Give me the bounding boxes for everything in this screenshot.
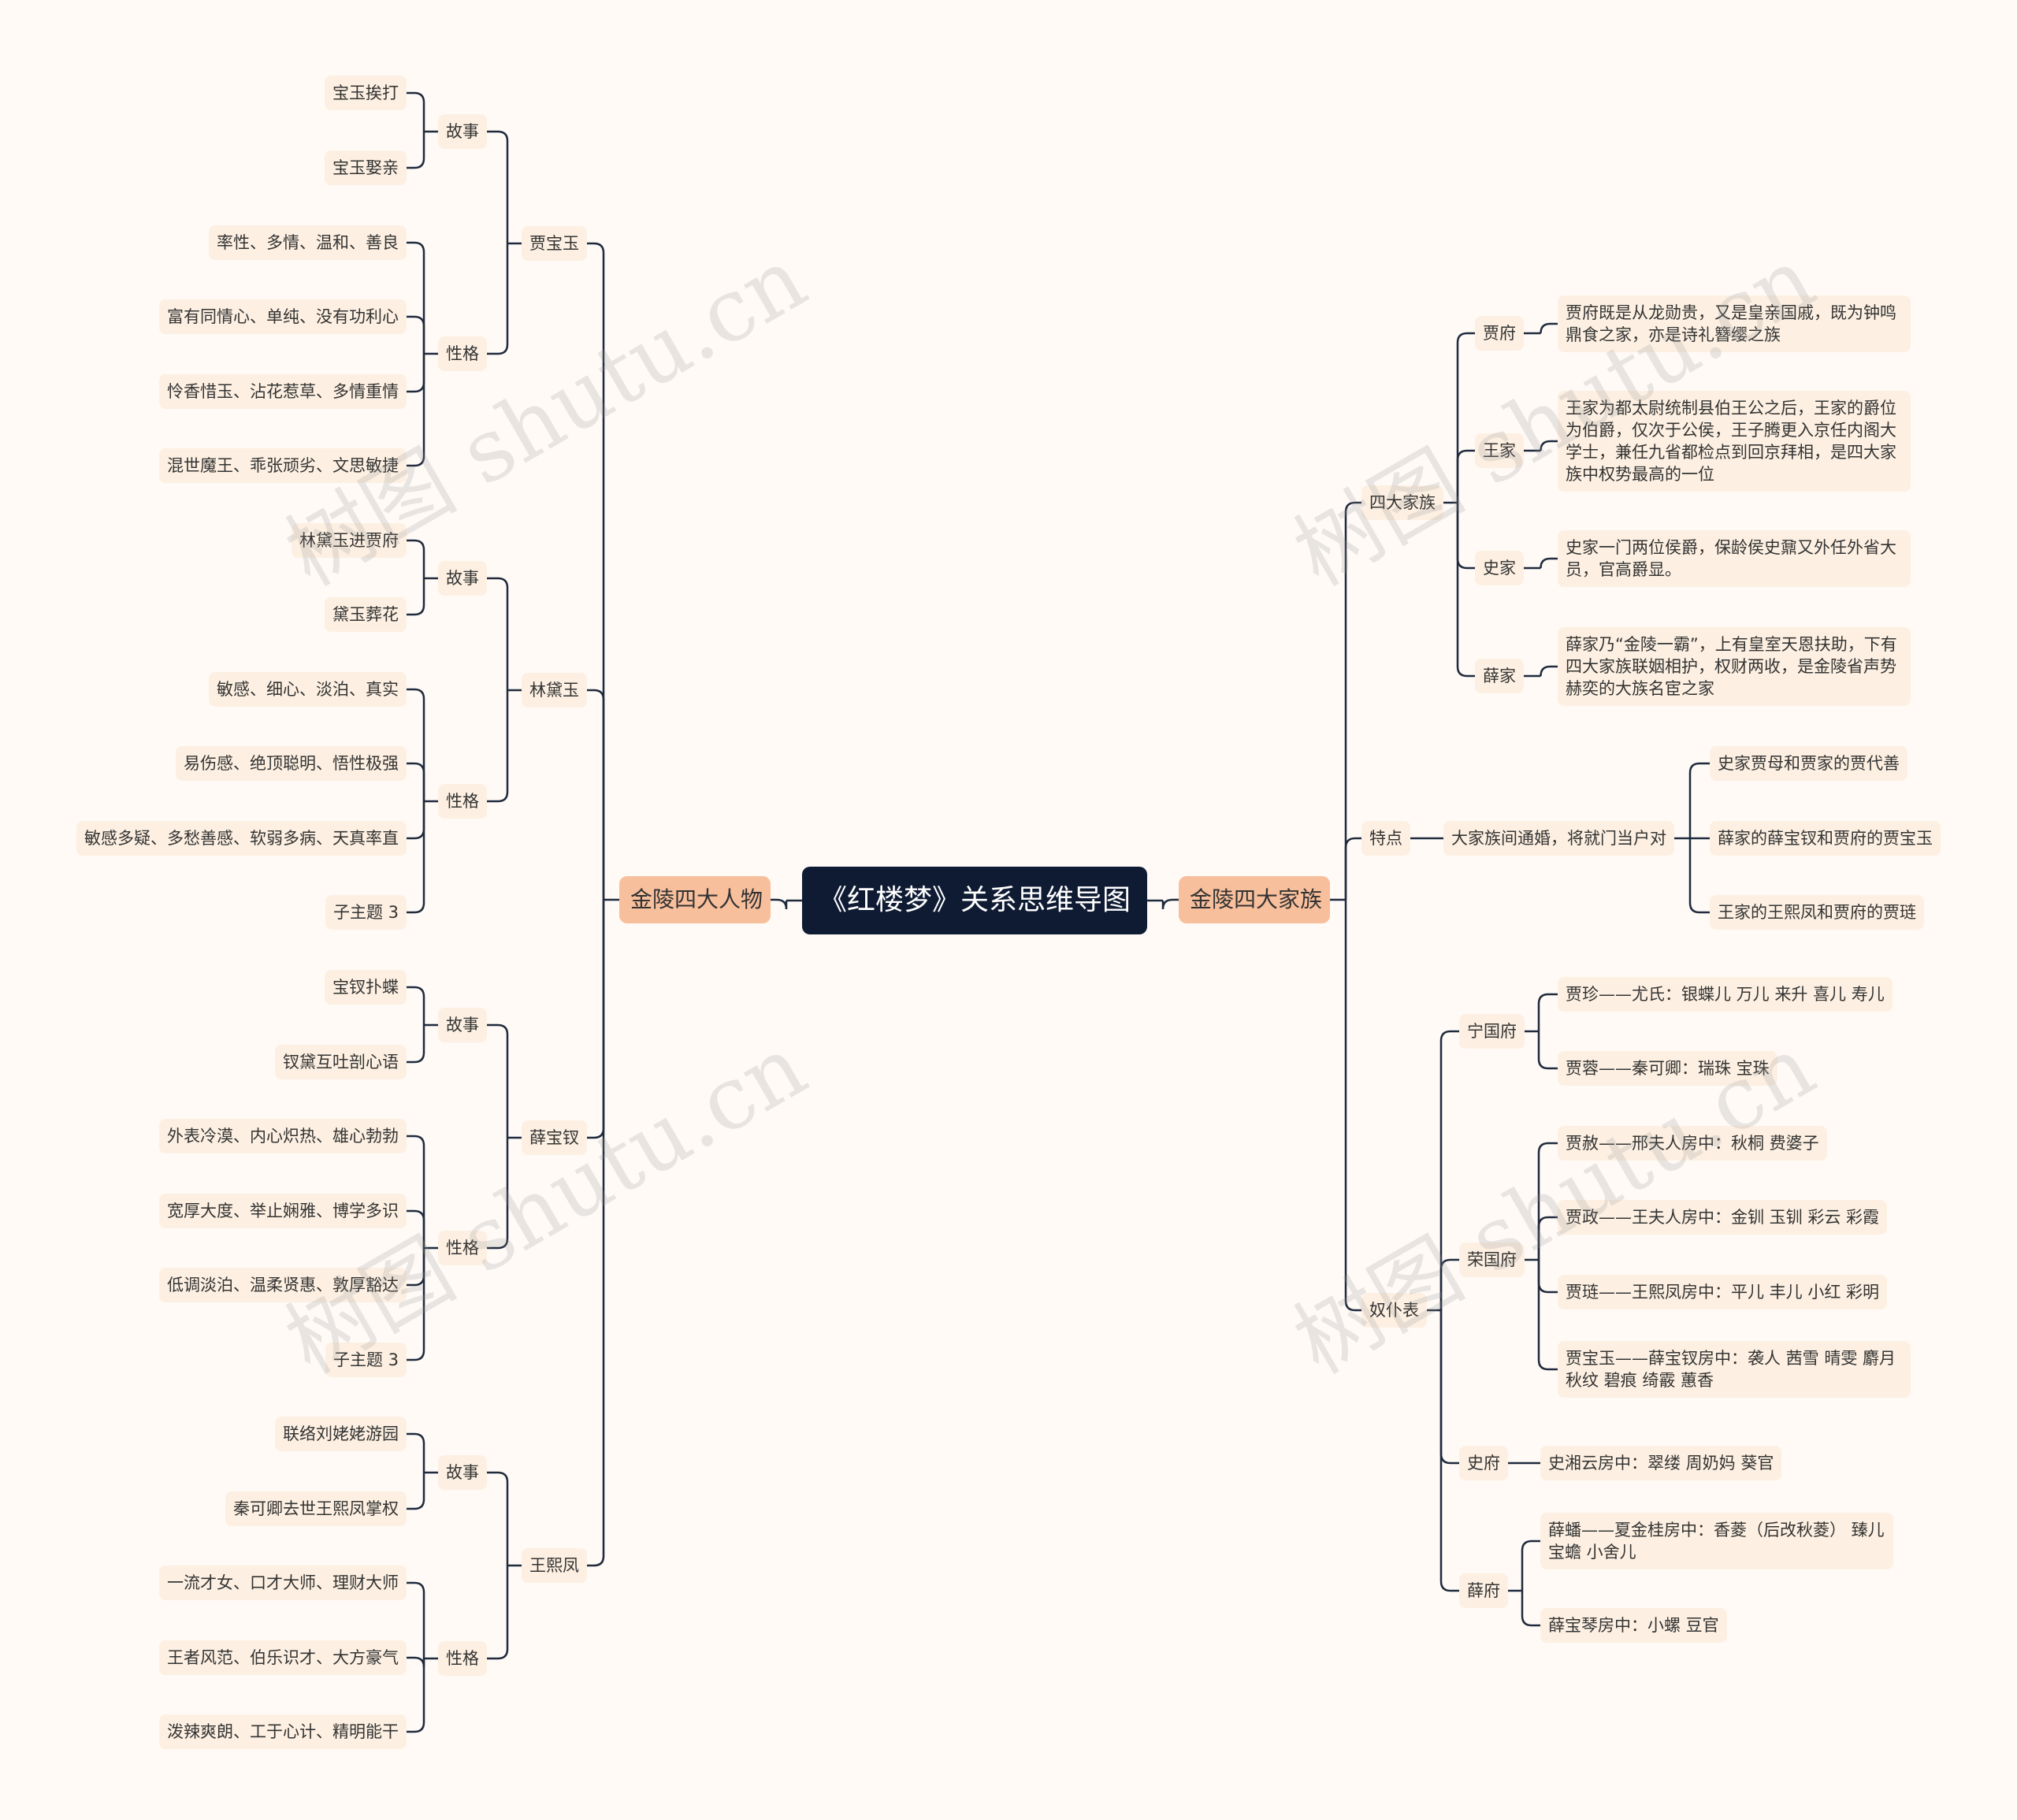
trait-item[interactable]: 敏感多疑、多愁善感、软弱多病、天真率直: [76, 821, 407, 856]
servant-item[interactable]: 史湘云房中：翠缕 周奶妈 葵官: [1540, 1446, 1782, 1480]
trait-item[interactable]: 宽厚大度、举止娴雅、博学多识: [159, 1194, 407, 1228]
person-jia-baoyu[interactable]: 贾宝玉: [522, 226, 587, 261]
family-jia[interactable]: 贾府: [1475, 316, 1524, 351]
features-summary[interactable]: 大家族间通婚，将就门当户对: [1443, 821, 1674, 856]
house-xue[interactable]: 薛府: [1459, 1573, 1508, 1608]
servant-item[interactable]: 贾宝玉——薛宝钗房中：袭人 茜雪 晴雯 麝月 秋纹 碧痕 绮霰 蕙香: [1558, 1341, 1911, 1398]
servants-node[interactable]: 奴仆表: [1361, 1293, 1427, 1328]
story-item[interactable]: 钗黛互吐剖心语: [275, 1045, 407, 1079]
story-label[interactable]: 故事: [438, 561, 487, 596]
trait-item[interactable]: 怜香惜玉、沾花惹草、多情重情: [159, 374, 407, 409]
trait-item[interactable]: 敏感、细心、淡泊、真实: [209, 672, 407, 707]
story-item[interactable]: 黛玉葬花: [325, 597, 407, 632]
servant-item[interactable]: 薛宝琴房中：小螺 豆官: [1540, 1608, 1727, 1643]
person-xue-baochai[interactable]: 薛宝钗: [522, 1120, 587, 1155]
trait-item[interactable]: 易伤感、绝顶聪明、悟性极强: [176, 746, 407, 781]
servant-item[interactable]: 贾珍——尤氏：银蝶儿 万儿 来升 喜儿 寿儿: [1558, 977, 1893, 1012]
trait-item[interactable]: 富有同情心、单纯、没有功利心: [159, 299, 407, 334]
person-wang-xifeng[interactable]: 王熙凤: [522, 1548, 587, 1583]
features-node[interactable]: 特点: [1361, 821, 1410, 856]
family-shi[interactable]: 史家: [1475, 551, 1524, 585]
trait-item[interactable]: 外表冷漠、内心炽热、雄心勃勃: [159, 1119, 407, 1153]
family-desc[interactable]: 王家为都太尉统制县伯王公之后，王家的爵位为伯爵，仅次于公侯，王子腾更入京任内阁大…: [1558, 391, 1911, 492]
branch-people[interactable]: 金陵四大人物: [619, 876, 771, 923]
family-desc[interactable]: 贾府既是从龙勋贵，又是皇亲国戚，既为钟鸣鼎食之家，亦是诗礼簪缨之族: [1558, 295, 1911, 352]
trait-item[interactable]: 低调淡泊、温柔贤惠、敦厚豁达: [159, 1268, 407, 1302]
house-ningguo[interactable]: 宁国府: [1459, 1014, 1525, 1049]
story-item[interactable]: 秦可卿去世王熙凤掌权: [225, 1491, 407, 1526]
marriage-item[interactable]: 薛家的薛宝钗和贾府的贾宝玉: [1710, 821, 1941, 856]
branch-families[interactable]: 金陵四大家族: [1179, 876, 1330, 923]
story-label[interactable]: 故事: [438, 1455, 487, 1490]
house-shi[interactable]: 史府: [1459, 1446, 1508, 1480]
story-item[interactable]: 林黛玉进贾府: [292, 523, 407, 558]
family-xue[interactable]: 薛家: [1475, 659, 1524, 693]
story-item[interactable]: 宝玉挨打: [325, 76, 407, 110]
servant-item[interactable]: 贾赦——邢夫人房中：秋桐 费婆子: [1558, 1126, 1827, 1161]
four-families-node[interactable]: 四大家族: [1361, 485, 1443, 520]
story-item[interactable]: 宝钗扑蝶: [325, 970, 407, 1005]
story-item[interactable]: 宝玉娶亲: [325, 150, 407, 185]
trait-label[interactable]: 性格: [438, 336, 487, 371]
story-item[interactable]: 联络刘姥姥游园: [275, 1417, 407, 1451]
trait-item[interactable]: 泼辣爽朗、工于心计、精明能干: [159, 1714, 407, 1749]
trait-item[interactable]: 王者风范、伯乐识才、大方豪气: [159, 1640, 407, 1675]
servant-item[interactable]: 薛蟠——夏金桂房中：香菱（后改秋菱） 臻儿 宝蟾 小舍儿: [1540, 1513, 1893, 1569]
marriage-item[interactable]: 王家的王熙凤和贾府的贾琏: [1710, 895, 1924, 930]
servant-item[interactable]: 贾蓉——秦可卿：瑞珠 宝珠: [1558, 1051, 1777, 1086]
trait-item[interactable]: 一流才女、口才大师、理财大师: [159, 1566, 407, 1600]
trait-label[interactable]: 性格: [438, 1641, 487, 1676]
trait-label[interactable]: 性格: [438, 784, 487, 819]
trait-item[interactable]: 子主题 3: [325, 1343, 407, 1377]
root-node[interactable]: 《红楼梦》关系思维导图: [802, 867, 1147, 934]
house-rongguo[interactable]: 荣国府: [1459, 1242, 1525, 1277]
trait-label[interactable]: 性格: [438, 1231, 487, 1265]
trait-item[interactable]: 率性、多情、温和、善良: [209, 225, 407, 260]
family-desc[interactable]: 史家一门两位侯爵，保龄侯史鼐又外任外省大员，官高爵显。: [1558, 530, 1911, 587]
story-label[interactable]: 故事: [438, 114, 487, 149]
servant-item[interactable]: 贾琏——王熙凤房中：平儿 丰儿 小红 彩明: [1558, 1275, 1888, 1309]
family-wang[interactable]: 王家: [1475, 433, 1524, 468]
person-lin-daiyu[interactable]: 林黛玉: [522, 673, 587, 708]
family-desc[interactable]: 薛家乃“金陵一霸”，上有皇室天恩扶助，下有四大家族联姻相护，权财两收，是金陵省声…: [1558, 627, 1911, 706]
trait-item[interactable]: 子主题 3: [325, 895, 407, 930]
story-label[interactable]: 故事: [438, 1008, 487, 1042]
servant-item[interactable]: 贾政——王夫人房中：金钏 玉钏 彩云 彩霞: [1558, 1200, 1888, 1235]
trait-item[interactable]: 混世魔王、乖张顽劣、文思敏捷: [159, 448, 407, 483]
marriage-item[interactable]: 史家贾母和贾家的贾代善: [1710, 746, 1907, 781]
